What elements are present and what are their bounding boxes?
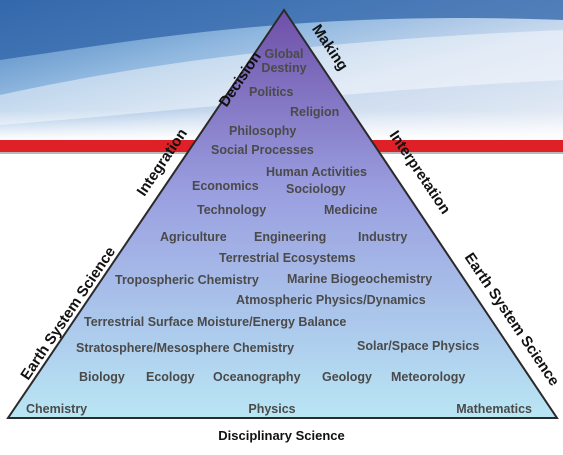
label-biology: Biology xyxy=(79,370,125,384)
pyramid-labels: Global Destiny Politics Religion Philoso… xyxy=(76,47,479,384)
label-sociology: Sociology xyxy=(286,182,346,196)
label-solar-space-physics: Solar/Space Physics xyxy=(357,339,479,353)
sky-band xyxy=(0,0,563,60)
label-human-activities: Human Activities xyxy=(266,165,367,179)
label-agriculture: Agriculture xyxy=(160,230,227,244)
label-economics: Economics xyxy=(192,179,259,193)
label-social-processes: Social Processes xyxy=(211,143,314,157)
label-politics: Politics xyxy=(249,85,294,99)
label-geology: Geology xyxy=(322,370,372,384)
label-physics: Physics xyxy=(248,402,295,416)
label-marine-biogeochemistry: Marine Biogeochemistry xyxy=(287,272,432,286)
label-ecology: Ecology xyxy=(146,370,195,384)
label-mathematics: Mathematics xyxy=(456,402,532,416)
label-atmospheric-physics-dynamics: Atmospheric Physics/Dynamics xyxy=(236,293,426,307)
label-industry: Industry xyxy=(358,230,407,244)
label-meteorology: Meteorology xyxy=(391,370,465,384)
label-stratosphere-mesosphere-chemistry: Stratosphere/Mesosphere Chemistry xyxy=(76,341,294,355)
label-oceanography: Oceanography xyxy=(213,370,301,384)
label-terrestrial-surface-moisture-energy-balance: Terrestrial Surface Moisture/Energy Bala… xyxy=(84,315,346,329)
base-label-disciplinary-science: Disciplinary Science xyxy=(218,428,345,443)
label-technology: Technology xyxy=(197,203,266,217)
label-global: Global xyxy=(265,47,304,61)
label-destiny: Destiny xyxy=(261,61,306,75)
label-terrestrial-ecosystems: Terrestrial Ecosystems xyxy=(219,251,356,265)
label-philosophy: Philosophy xyxy=(229,124,296,138)
label-tropospheric-chemistry: Tropospheric Chemistry xyxy=(115,273,259,287)
pyramid-triangle xyxy=(6,8,559,419)
label-engineering: Engineering xyxy=(254,230,326,244)
label-chemistry: Chemistry xyxy=(26,402,87,416)
label-religion: Religion xyxy=(290,105,339,119)
label-medicine: Medicine xyxy=(324,203,378,217)
